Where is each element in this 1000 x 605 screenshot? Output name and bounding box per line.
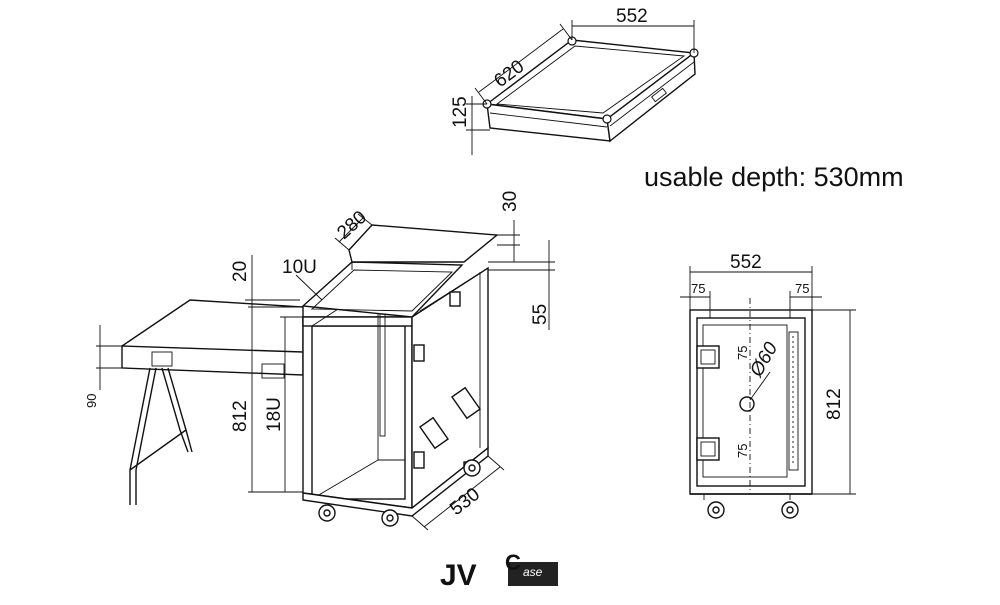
logo-ase: ase xyxy=(523,565,543,579)
top-rack-label: 10U xyxy=(282,257,317,278)
case-height-label: 812 xyxy=(230,400,251,432)
front-margin-right-label: 75 xyxy=(795,281,809,296)
front-margin-left-label: 75 xyxy=(691,281,705,296)
base-depth-label: 530 xyxy=(446,484,484,520)
lid-width-label: 552 xyxy=(616,6,648,27)
case-drawing xyxy=(96,213,555,531)
lid-drawing xyxy=(466,20,699,155)
lid-height-label: 125 xyxy=(450,96,471,128)
front-margin-top-label: 75 xyxy=(735,346,750,360)
front-margin-bottom-label: 75 xyxy=(735,444,750,458)
table-gap-label: 20 xyxy=(230,261,251,282)
main-rack-label: 18U xyxy=(264,397,285,432)
jv-case-logo: JV C ase xyxy=(440,550,558,592)
usable-depth-note: usable depth: 530mm xyxy=(644,162,904,192)
front-hole-label: Ø60 xyxy=(746,339,783,382)
front-view-drawing xyxy=(680,266,856,519)
front-height-label: 812 xyxy=(824,388,845,420)
table-thickness-label: 90 xyxy=(84,394,99,408)
top-offset-label: 55 xyxy=(530,304,551,325)
logo-jv: JV xyxy=(440,559,477,592)
front-width-label: 552 xyxy=(730,252,762,273)
lid-thickness-label: 30 xyxy=(500,191,521,212)
logo-c: C xyxy=(505,550,521,575)
caster-wheels xyxy=(318,459,481,527)
